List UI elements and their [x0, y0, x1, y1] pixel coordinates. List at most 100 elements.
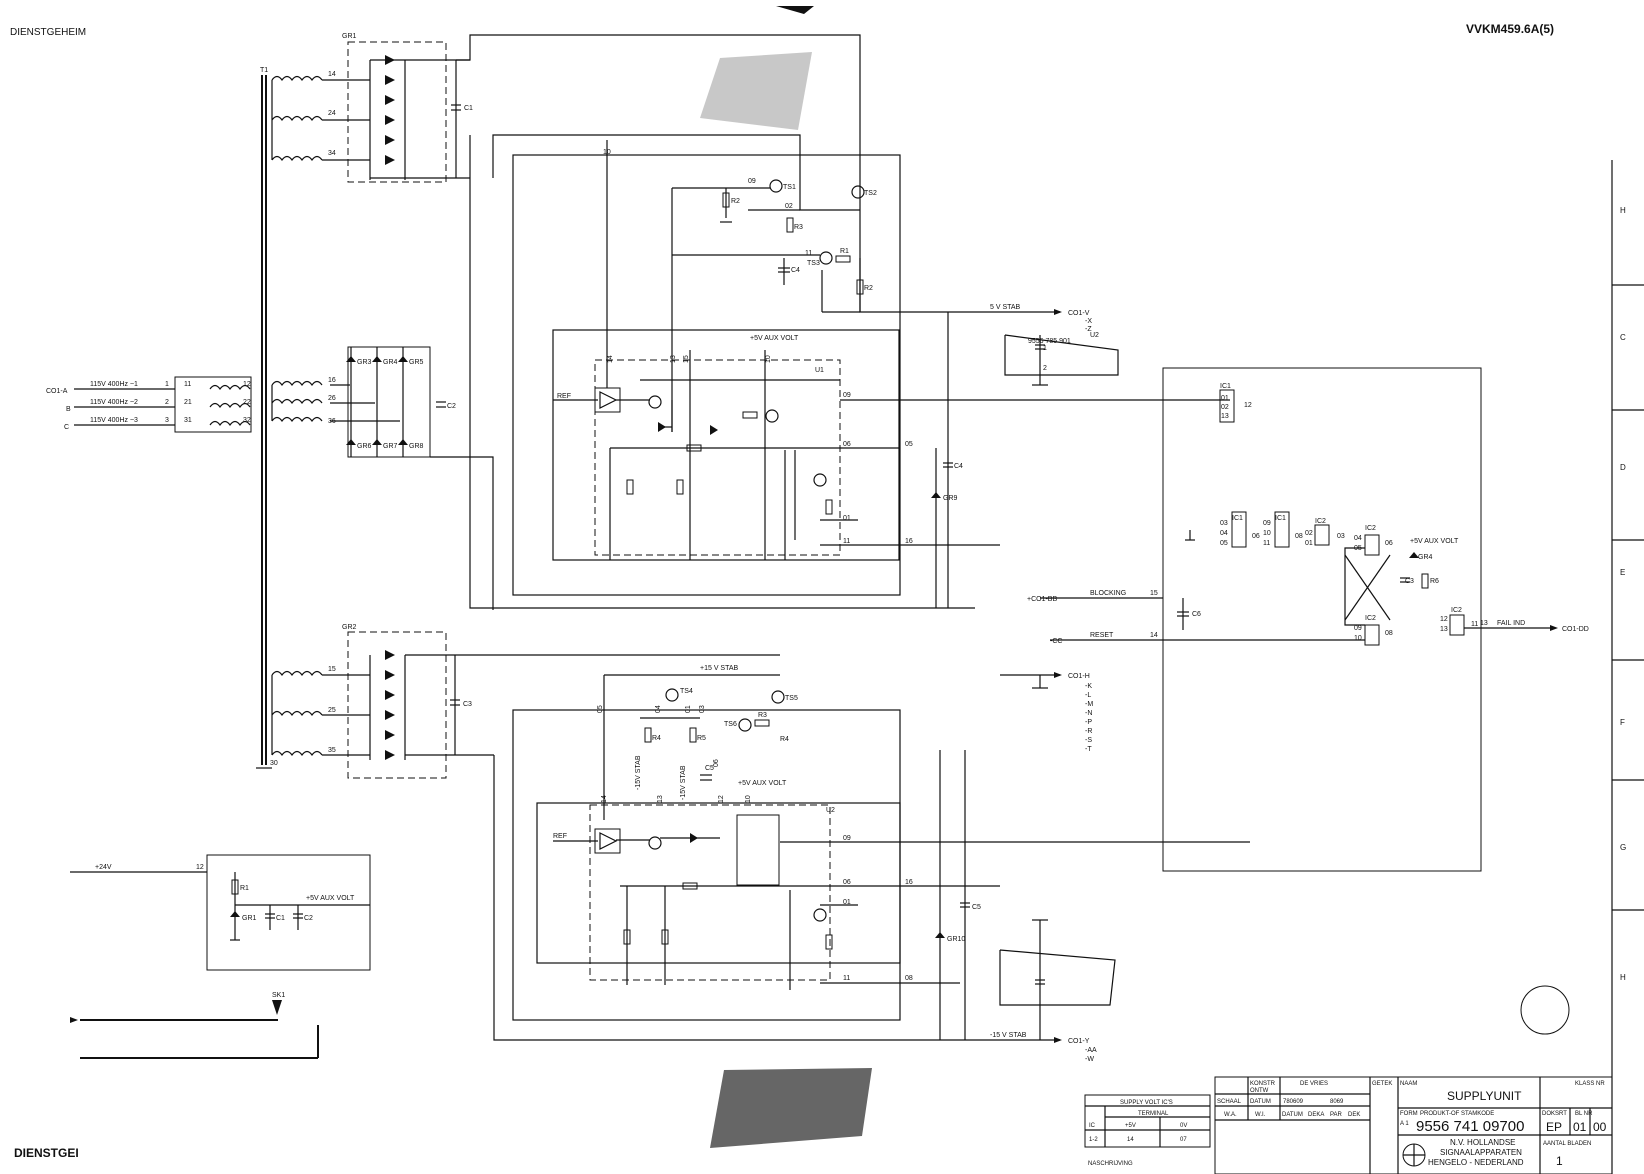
pin-label: 32	[243, 417, 251, 424]
doc-type: EP	[1546, 1120, 1562, 1134]
ic-table-title: SUPPLY VOLT IC'S	[1120, 1100, 1173, 1106]
c2-label: C2	[447, 403, 456, 410]
tap-label: 34	[328, 150, 336, 157]
tb-label: W.I.	[1255, 1112, 1266, 1118]
tb-label: AANTAL BLADEN	[1543, 1141, 1591, 1147]
pin-label: 02	[1305, 530, 1313, 537]
pin-label: 12	[718, 795, 725, 803]
input-terminal-b: B	[66, 406, 71, 413]
tb-label: DATUM	[1250, 1099, 1271, 1105]
ic-table-col: +5V	[1125, 1123, 1136, 1129]
ic-table-col: IC	[1089, 1123, 1096, 1129]
pin-label: 06	[843, 441, 851, 448]
ts4-label: TS4	[680, 688, 693, 695]
pin-label: 14	[601, 795, 608, 803]
gr7-label: GR7	[383, 443, 398, 450]
pin-label: 01	[685, 705, 692, 713]
tb-label: FORM	[1400, 1111, 1418, 1117]
c4b-label: C4	[954, 463, 963, 470]
pin-label: 05	[905, 441, 913, 448]
r4b-label: R4	[780, 736, 789, 743]
ts2-label: TS2	[864, 190, 877, 197]
tap-label: 14	[328, 71, 336, 78]
ic-label: IC1	[1220, 383, 1231, 390]
pin-label: 09	[1263, 520, 1271, 527]
u2-label: U2	[826, 807, 835, 814]
tb-label: DEK	[1348, 1112, 1360, 1118]
phase-label: 115V 400Hz ~3	[90, 417, 138, 424]
pin-label: 06	[1252, 533, 1260, 540]
ts1-label: TS1	[783, 184, 796, 191]
zone-label: C	[1620, 333, 1626, 342]
tb-label: DATUM	[1282, 1112, 1303, 1118]
ic-label: IC2	[1451, 607, 1462, 614]
gr2-label: GR2	[342, 624, 357, 631]
tb-label: BL NR	[1575, 1111, 1593, 1117]
ic-label: IC2	[1315, 518, 1326, 525]
tb-label: GETEK	[1372, 1081, 1392, 1087]
gr1b-label: GR1	[242, 915, 257, 922]
title-block: KONSTR ONTW GETEK NAAM SUPPLYUNIT KLASS …	[1214, 1076, 1613, 1174]
mains-input: CO1-A B C 115V 400Hz ~1 115V 400Hz ~2 11…	[46, 381, 251, 431]
pin-label: 09	[843, 392, 851, 399]
reset-src-label: -CC	[1050, 638, 1062, 645]
ic-table-cell: 14	[1127, 1137, 1134, 1143]
tap-label: 30	[270, 760, 278, 767]
tap-label: 15	[328, 666, 336, 673]
reset-label: RESET	[1090, 632, 1114, 639]
c3-label: C3	[463, 701, 472, 708]
stab-neg-label: -15V STAB	[680, 765, 687, 800]
pin-label: 10	[765, 355, 772, 363]
pin-label: 11	[184, 381, 191, 388]
out-label: -AA	[1085, 1047, 1097, 1054]
gr4b-label: GR4	[1418, 554, 1433, 561]
sheet-count: 1	[1556, 1154, 1563, 1168]
pin-label: 12	[196, 864, 204, 871]
sheet-version: 00	[1593, 1120, 1607, 1134]
pin-label: 13	[670, 355, 677, 363]
aux-label: +5V AUX VOLT	[738, 780, 787, 787]
r4-label: R4	[652, 735, 661, 742]
tap-label: 25	[328, 707, 336, 714]
pin-label: 09	[1354, 625, 1362, 632]
pin-label: 09	[843, 835, 851, 842]
pin-label: 16	[905, 879, 913, 886]
tb-label: DE VRIES	[1300, 1081, 1328, 1087]
pin-label: 02	[1221, 404, 1229, 411]
pin-label: 08	[1385, 630, 1393, 637]
pin-label: 06	[1385, 540, 1393, 547]
zone-label: D	[1620, 463, 1626, 472]
rectifier-gr3-gr8: GR3 GR4 GR5 GR6 GR7 GR8 C2	[330, 346, 456, 458]
zone-label: G	[1620, 843, 1626, 852]
r3b-label: R3	[758, 712, 767, 719]
pin-label: 05	[1220, 540, 1228, 547]
stab5-label: 5 V STAB	[990, 304, 1021, 311]
c5-label: C5	[705, 765, 714, 772]
pin-label: 12	[1244, 402, 1252, 409]
pin-label: 06	[843, 879, 851, 886]
c5b-label: C5	[972, 904, 981, 911]
pin-label: 03	[1220, 520, 1228, 527]
pin-label: 04	[1354, 535, 1362, 542]
c1b-label: C1	[276, 915, 285, 922]
r6-label: R6	[1430, 578, 1439, 585]
ic-label: IC1	[1275, 515, 1286, 522]
gr4-label: GR4	[383, 359, 398, 366]
tb-label: PAR	[1330, 1112, 1343, 1118]
zone-label: E	[1620, 568, 1625, 577]
out-label: -X	[1085, 318, 1092, 325]
pin-label: 11	[843, 538, 850, 545]
pin-label: 13	[1221, 413, 1229, 420]
blocking-src-label: +CO1-BB	[1027, 596, 1057, 603]
pin-label: 03	[1337, 533, 1345, 540]
transformer-t1: T1 14 24 34 16 26 36 15 25 35 30	[174, 67, 336, 769]
pin-label: 11	[805, 250, 812, 257]
tb-label: ONTW	[1250, 1088, 1269, 1094]
ic-label: IC2	[1365, 615, 1376, 622]
ic-table-cell: 07	[1180, 1137, 1187, 1143]
pin-label: 12	[1440, 616, 1448, 623]
tb-label: KONSTR	[1250, 1081, 1276, 1087]
stab-pos-label: +15 V STAB	[700, 665, 739, 672]
ic-table-cell: 1-2	[1089, 1137, 1098, 1143]
top-mark-icon	[776, 6, 814, 14]
